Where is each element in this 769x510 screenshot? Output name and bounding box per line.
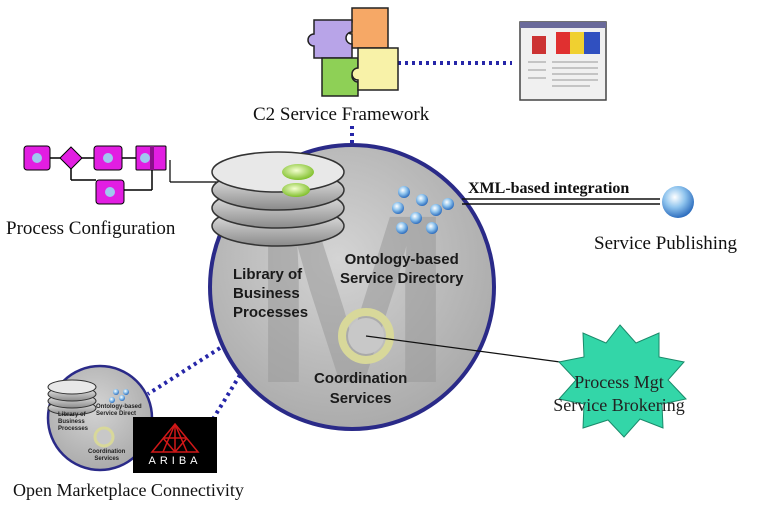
library-label-line1: Library of (233, 266, 303, 283)
framework-label: C2 Service Framework (253, 104, 430, 125)
ontology-label-line1: Ontology-based (344, 251, 459, 268)
ontology-label-line2: Service Directory (340, 270, 464, 287)
puzzle-icon (307, 7, 399, 97)
library-label-line2: Business (233, 285, 300, 302)
mini-library-line2: Business (58, 419, 85, 425)
library-label: Library of Business Processes (233, 265, 308, 322)
mini-hub (46, 364, 154, 472)
link-coordination-to-broker (365, 335, 561, 363)
xml-integration-label: XML-based integration (468, 180, 630, 197)
ontology-label: Ontology-based Service Directory (340, 250, 463, 288)
process-flow-diagram (23, 145, 218, 205)
service-sphere-icon (662, 186, 694, 218)
coordination-label: Coordination Services (314, 369, 407, 409)
process-mgt-label-line1: Process Mgt (574, 372, 664, 392)
database-stack-icon (211, 151, 345, 247)
document-screenshot-icon (519, 21, 607, 101)
mini-coordination-line2: Services (94, 456, 120, 462)
mini-library-line3: Processes (58, 426, 89, 432)
dotted-connectors (146, 61, 512, 434)
mini-coordination-label: Coordination Services (88, 449, 125, 463)
link-hub-to-mini-hub (146, 346, 222, 396)
process-mgt-label-line2: Service Brokering (553, 395, 685, 415)
process-node-decision (59, 146, 83, 170)
mini-ontology-line2: Service Direct (96, 411, 137, 417)
mini-coordination-line1: Coordination (88, 449, 126, 455)
coordination-label-line2: Services (329, 390, 392, 407)
xml-integration-lines (462, 198, 660, 205)
process-config-label: Process Configuration (6, 218, 176, 239)
mini-library-label: Library of Business Processes (58, 412, 88, 433)
open-marketplace-label: Open Marketplace Connectivity (13, 480, 244, 500)
library-label-line3: Processes (233, 304, 309, 321)
service-publishing-label: Service Publishing (594, 233, 738, 254)
ariba-label: ARIBA (148, 455, 202, 467)
process-brokering-burst (558, 324, 687, 438)
ontology-dots-icon (392, 186, 454, 234)
ariba-logo-icon (133, 417, 217, 473)
process-mgt-label: Process Mgt Service Brokering (524, 371, 714, 417)
mini-library-line1: Library of (58, 412, 86, 418)
mini-ontology-label: Ontology-based Service Direct (96, 404, 142, 418)
mini-ontology-line1: Ontology-based (96, 404, 142, 410)
coordination-label-line1: Coordination (314, 370, 408, 387)
